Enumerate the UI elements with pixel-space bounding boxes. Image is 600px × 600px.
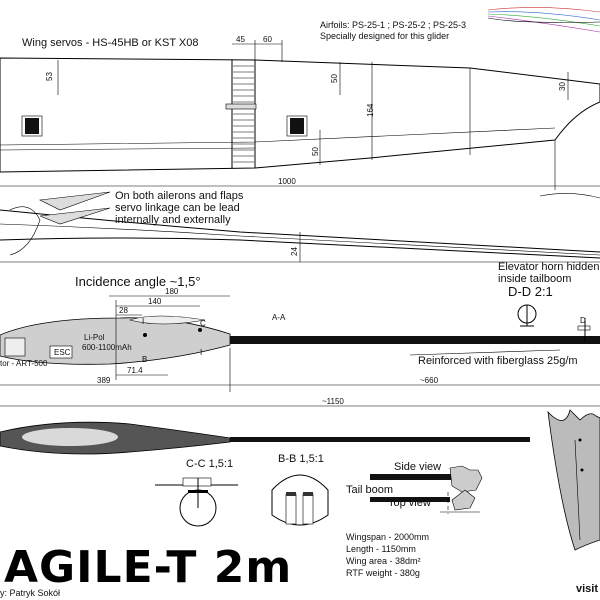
dim-180: 180 (165, 287, 179, 296)
spec-wing-area: Wing area - 38dm² (346, 556, 421, 566)
lipol-label: Li-Pol (84, 333, 105, 342)
linkage-note-3: internally and externally (115, 214, 231, 226)
wing-servos-note: Wing servos - HS-45HB or KST X08 (22, 37, 198, 49)
mark-d: D (580, 316, 586, 325)
tail-boom (230, 336, 600, 344)
tail-boom-detail (370, 465, 483, 514)
section-aa-mark: A-A (272, 313, 286, 322)
motor-label: tor - ART-500 (0, 359, 48, 368)
elevator-note-1: Elevator horn hidden (498, 261, 600, 273)
esc-box (49, 345, 73, 359)
servo-center (290, 118, 304, 134)
airfoils-note-2: Specially designed for this glider (320, 31, 449, 41)
airfoils-note: Airfoils: PS-25-1 ; PS-25-2 ; PS-25-3 (320, 20, 466, 30)
visit-label: visit (576, 583, 598, 595)
mark-b-lower: B (142, 355, 147, 364)
wing-front-view (0, 191, 600, 263)
dim-140: 140 (148, 297, 162, 306)
dim-71: 71.4 (127, 366, 143, 375)
linkage-arrow-2 (39, 207, 111, 225)
dim-28: 28 (119, 306, 128, 315)
dim-50a: 50 (330, 74, 339, 83)
dim-1000: 1000 (278, 177, 296, 186)
dim-60: 60 (263, 35, 272, 44)
fuselage-pod (0, 317, 231, 365)
lipol-capacity: 600-1100mAh (82, 343, 132, 352)
airfoil-overlay (487, 7, 600, 33)
author-credit: y: Patryk Sokół (0, 588, 60, 598)
dim-24: 24 (290, 247, 299, 256)
side-view-label: Side view (394, 461, 441, 473)
elevator-note-2: inside tailboom (498, 273, 571, 285)
dim-389: 389 (97, 376, 111, 385)
wing-plan-view (0, 7, 600, 190)
fuselage-top-view (0, 409, 600, 551)
reinforced-note: Reinforced with fiberglass 25g/m (418, 355, 578, 367)
dim-660: ~660 (420, 376, 439, 385)
tail-boom-label: Tail boom (346, 484, 393, 496)
linkage-arrow-1 (38, 191, 111, 211)
section-cc (155, 477, 238, 527)
spec-wingspan: Wingspan - 2000mm (346, 532, 429, 542)
section-cc-label: C-C 1,5:1 (186, 458, 233, 470)
linkage-note-2: servo linkage can be lead (115, 202, 240, 214)
dim-50b: 50 (311, 147, 320, 156)
dim-30: 30 (558, 82, 567, 91)
mark-c-lower: I (200, 348, 202, 357)
dim-1150: ~1150 (322, 397, 344, 406)
section-dd-label: D-D 2:1 (508, 284, 553, 299)
section-bb (271, 474, 329, 526)
servo-left (25, 118, 39, 134)
mark-c: C (200, 319, 206, 328)
linkage-note-1: On both ailerons and flaps (115, 190, 244, 202)
top-view-label: Top view (388, 497, 431, 509)
mark-b: I (142, 317, 144, 326)
incidence-note: Incidence angle ~1,5° (75, 274, 201, 289)
spec-length: Length - 1150mm (346, 544, 416, 554)
esc-label: ESC (54, 348, 71, 357)
spec-rtf-weight: RTF weight - 380g (346, 568, 420, 578)
drawing-title: AGILE-T 2m (4, 542, 292, 593)
fuselage-side-view (0, 295, 600, 407)
vertical-fin (547, 409, 600, 551)
dim-53: 53 (45, 72, 54, 81)
dim-45: 45 (236, 35, 245, 44)
wing-joiner-hatch (233, 65, 254, 163)
dim-164: 164 (366, 103, 375, 117)
section-bb-label: B-B 1,5:1 (278, 453, 324, 465)
